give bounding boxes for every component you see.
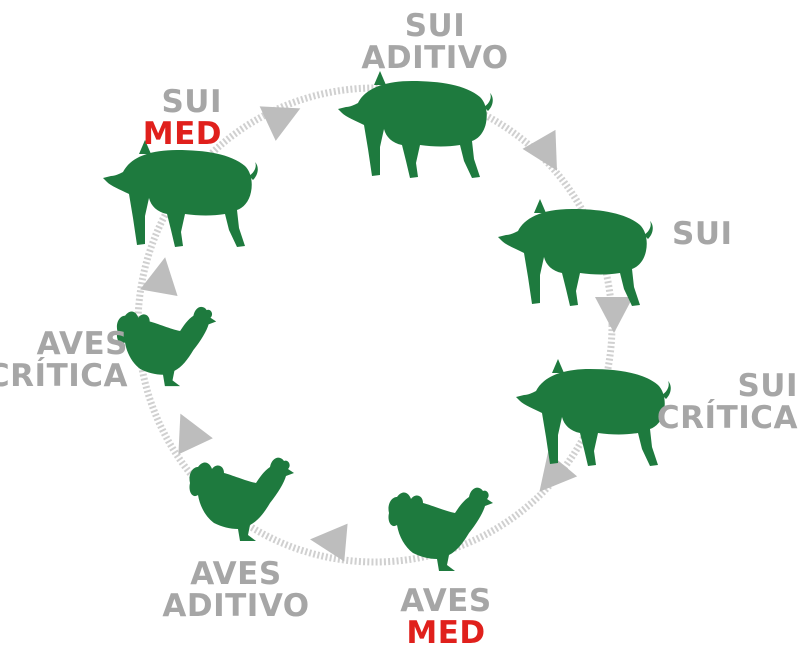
node-label-line1: SUI [672,218,733,250]
node-label-line1: AVES [162,558,309,590]
node-label: SUI [672,218,733,250]
chicken-icon [189,458,294,541]
pig-icon [498,199,653,306]
node-label-line2: ADITIVO [162,590,309,622]
chicken-icon [117,307,216,386]
node-label-highlight: MED [400,617,491,649]
chicken-icon [388,488,493,571]
arrow-icon [163,406,213,455]
node-label-line1: SUI [361,10,508,42]
node-label-line1: SUI [143,86,222,118]
pig-icon [516,359,671,466]
node-label-line2: ADITIVO [361,42,508,74]
pig-icon [338,71,493,178]
node-label-line1: SUI [657,370,798,402]
pig-icon [103,140,258,247]
node-label-line1: AVES [0,328,128,360]
node-label-line2: CRÍTICA [0,360,128,392]
arrow-icon [595,297,633,333]
arrow-icon [260,91,309,141]
node-label-line2: CRÍTICA [657,402,798,434]
node-label-highlight: MED [143,118,222,150]
node-label-line1: AVES [400,585,491,617]
arrow-icon [523,130,574,180]
